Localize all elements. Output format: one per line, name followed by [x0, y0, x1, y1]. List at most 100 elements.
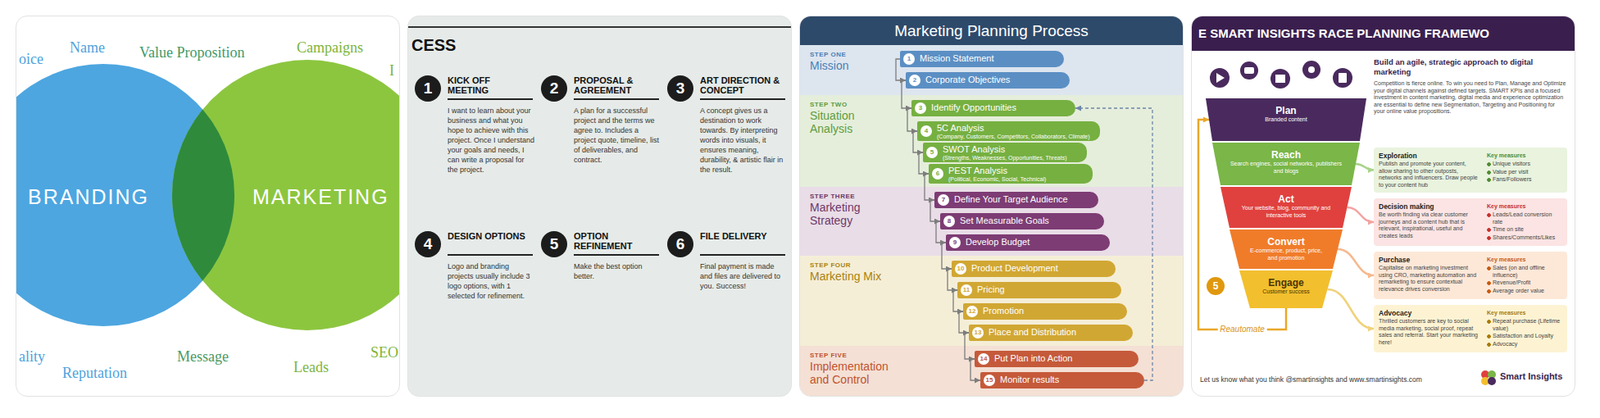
- step-number: 2: [909, 74, 921, 87]
- task-name: Product Development: [971, 263, 1106, 274]
- process-panel: 1KICK OFF MEETINGI want to learn about y…: [407, 15, 792, 397]
- label-holder: SEO: [370, 344, 399, 362]
- stage-name: Act: [1277, 193, 1294, 205]
- stage-detail: Customer success: [1262, 288, 1310, 296]
- task-bar: 7Define Your Target Audience: [934, 191, 1099, 209]
- funnel-fill: [1229, 229, 1343, 269]
- key-measure: Satisfaction and Loyalty: [1486, 332, 1563, 341]
- stage-goal: Advocacy: [1378, 309, 1481, 318]
- step-text: Logo and branding projects usually inclu…: [447, 261, 537, 301]
- label-holder: Name: [69, 39, 105, 57]
- measures-heading: Key measures: [1486, 255, 1563, 264]
- phase-tag: STEP TWO: [809, 100, 891, 110]
- flow-arrow: [918, 152, 929, 174]
- process-step: 1KICK OFF MEETINGI want to learn about y…: [414, 75, 538, 175]
- venn-word: Reputation: [62, 364, 128, 382]
- step-heading: DESIGN OPTIONS: [447, 231, 533, 256]
- stage-card: Decision makingBe worth finding via clea…: [1373, 198, 1568, 246]
- panel-title: CESS: [411, 36, 456, 55]
- funnel-stage: EngageCustomer success: [1239, 270, 1333, 309]
- label-holder: Reautomate: [1217, 324, 1267, 335]
- stage-text: Publish and promote your content, allow …: [1378, 160, 1481, 189]
- venn-panel: BRANDINGMARKETINGoiceNameValue Propositi…: [15, 15, 400, 397]
- phase-tag: STEP ONE: [809, 50, 891, 60]
- venn-word: Name: [69, 39, 105, 57]
- step-number: 5: [540, 231, 568, 258]
- stage-text: Be worth finding via clear customer jour…: [1378, 211, 1481, 242]
- flow-arrow: [1198, 119, 1287, 330]
- venn-word: Campaigns: [296, 39, 364, 57]
- stage-goal: Decision making: [1378, 202, 1481, 211]
- logo-text: Smart Insights: [1500, 371, 1563, 382]
- step-number: 14: [977, 353, 990, 365]
- callout-number: 5: [1206, 277, 1225, 296]
- label-holder: E SMART INSIGHTS RACE PLANNING FRAMEWO: [1198, 26, 1490, 41]
- stage-text: Thrilled customers are key to social med…: [1378, 318, 1481, 349]
- stage-text: Capitalise on marketing investment using…: [1378, 264, 1481, 296]
- process-step: 6FILE DELIVERY Final payment is made and …: [667, 231, 791, 291]
- stage-goal: Exploration: [1378, 151, 1481, 160]
- phase-tag: STEP FIVE: [809, 350, 891, 360]
- label-holder: Value Proposition: [139, 44, 246, 62]
- race-panel: PlanBranded contentReachSearch engines, …: [1190, 15, 1576, 397]
- venn-word: SEO: [370, 344, 399, 362]
- flow-arrow: [930, 200, 941, 222]
- step-text: Make the best option better.: [573, 261, 663, 282]
- step-number: 3: [914, 102, 927, 114]
- measures-heading: Key measures: [1486, 151, 1563, 160]
- phase-tag: STEP THREE: [809, 191, 891, 201]
- step-number: 6: [667, 231, 694, 258]
- task-name: Monitor results: [1000, 374, 1135, 386]
- task-name: Put Plan into Action: [994, 353, 1129, 364]
- step-number: 4: [414, 231, 441, 258]
- step-number: 3: [667, 75, 694, 102]
- stage-badge: 5: [1206, 277, 1225, 296]
- flow-arrow: [907, 108, 918, 132]
- step-number: 13: [972, 327, 984, 339]
- process-step: 3ART DIRECTION & CONCEPTA concept gives …: [667, 75, 791, 175]
- venn-word: Leads: [293, 359, 329, 377]
- label-holder: Message: [177, 348, 229, 366]
- phase-band: STEP THREEMarketing Strategy7Define Your…: [800, 186, 1183, 256]
- stage-name: Convert: [1267, 236, 1305, 248]
- flow-arrow: [947, 268, 958, 291]
- step-number: 15: [983, 374, 996, 387]
- venn-word: I: [389, 62, 395, 80]
- phase-band: STEP TWOSituation Analysis3Identify Oppo…: [800, 95, 1183, 187]
- task-bar: 2 Corporate Objectives: [905, 72, 1070, 89]
- phase-band: STEP FOURMarketing Mix10Product Developm…: [800, 255, 1183, 346]
- task-bar: 6PEST Analysis(Political, Economic, Soci…: [928, 163, 1093, 184]
- label-holder: Smart Insights: [1500, 371, 1563, 382]
- stage-detail: Branded content: [1264, 116, 1307, 124]
- step-text: I want to learn about your business and …: [447, 105, 537, 175]
- task-bar: 45C Analysis(Company, Customers, Competi…: [917, 121, 1100, 141]
- process-step: 2PROPOSAL & AGREEMENTA plan for a succes…: [540, 75, 664, 165]
- phase-band: STEP ONEMission1Mission Statement2Corpor…: [800, 45, 1183, 96]
- step-heading: PROPOSAL & AGREEMENT: [573, 75, 660, 100]
- flow-arrow: [895, 59, 906, 81]
- flow-arrow: [1327, 289, 1375, 329]
- stage-detail: Search engines, social networks, publish…: [1227, 160, 1346, 175]
- funnel-fill: [1220, 186, 1352, 228]
- label-holder: Reputation: [62, 364, 128, 382]
- circle-label: MARKETING: [252, 185, 390, 210]
- key-measure: Value per visit: [1486, 168, 1563, 177]
- label-holder: CESS: [411, 36, 456, 55]
- step-number: 8: [943, 215, 955, 228]
- flow-arrow: [953, 290, 964, 312]
- step-heading: FILE DELIVERY: [700, 231, 786, 256]
- task-name: Promotion: [982, 305, 1118, 317]
- task-name: Corporate Objectives: [925, 74, 1060, 86]
- venn-word: Value Proposition: [139, 44, 246, 62]
- circle-label: BRANDING: [27, 185, 150, 210]
- step-text: Final payment is made and files are deli…: [700, 261, 789, 291]
- flow-arrow: [970, 359, 981, 381]
- step-number: 12: [966, 305, 978, 318]
- task-bar: 12 Promotion: [963, 303, 1128, 320]
- stage-detail: Your website, blog, community and intera…: [1236, 204, 1337, 219]
- funnel-fill: [1205, 98, 1367, 141]
- phase-title: Marketing Mix: [809, 269, 891, 283]
- funnel-stage: ReachSearch engines, social networks, pu…: [1212, 142, 1360, 186]
- step-number: 7: [937, 194, 950, 206]
- task-name: Pricing: [977, 284, 1112, 296]
